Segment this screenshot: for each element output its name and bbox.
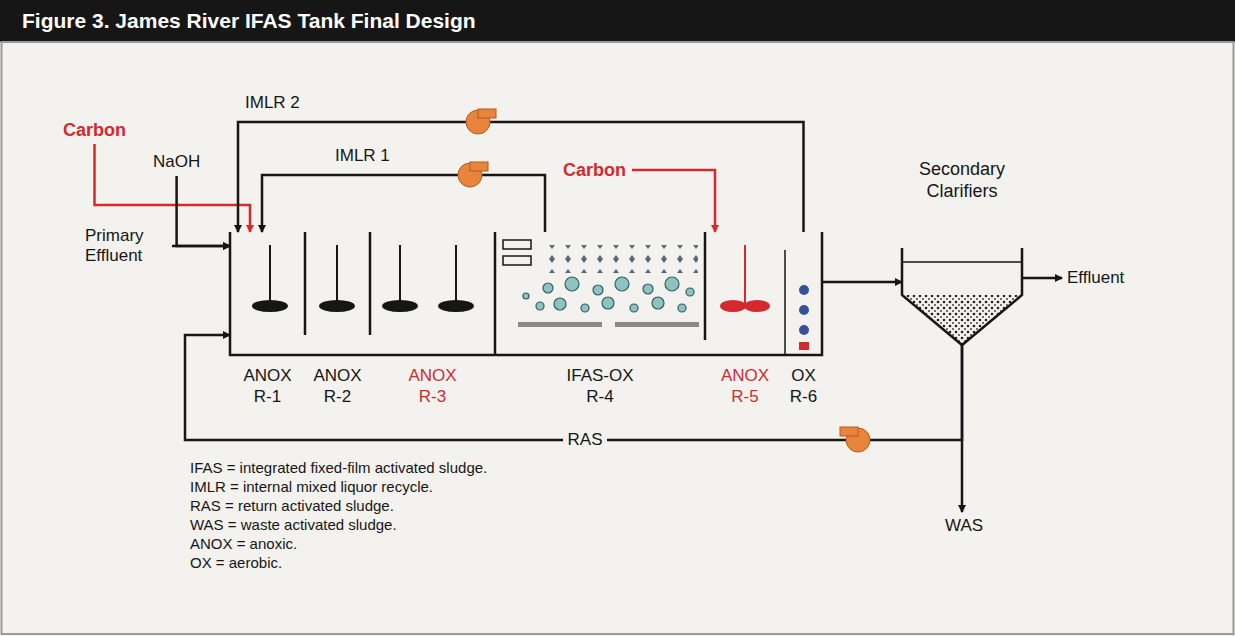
zone-label: ANOXR-5 [721, 365, 769, 407]
flow-line [262, 175, 545, 232]
baffle [784, 250, 786, 355]
r6-aerators [799, 285, 809, 350]
node-text: Effluent [1067, 268, 1124, 288]
baffle [304, 232, 307, 335]
pump-symbol [458, 162, 488, 187]
title-bar: Figure 3. James River IFAS Tank Final De… [0, 0, 1235, 42]
node-text: WAS [945, 516, 983, 536]
node-text: Primary Effluent [85, 226, 167, 266]
baffle [704, 232, 707, 340]
abbreviation-note: OX = aerobic. [190, 553, 282, 572]
flow-line [177, 176, 230, 246]
flow-line [95, 144, 251, 232]
zone-label: ANOXR-3 [408, 365, 456, 407]
node-subtext: R-2 [313, 386, 361, 407]
pump-symbol [840, 427, 870, 452]
flow-line [1022, 277, 1062, 280]
abbreviation-note: IFAS = integrated fixed-film activated s… [190, 458, 487, 477]
carbon-feed: Carbon [560, 158, 629, 182]
zone-label: ANOXR-2 [313, 365, 361, 407]
node-subtext: R-5 [721, 386, 769, 407]
red-mixer [721, 245, 769, 311]
chemical-feed: NaOH [150, 150, 203, 174]
clarifier-unit: Secondary Clarifiers [900, 248, 1024, 345]
flow-line [185, 335, 962, 440]
node-text: ANOX [721, 365, 769, 386]
abbreviation-note: IMLR = internal mixed liquor recycle. [190, 477, 433, 496]
reactor-zone: IFAS-OXR-4 [495, 232, 705, 355]
node-text: Carbon [563, 160, 626, 180]
abbreviation-note: ANOX = anoxic. [190, 534, 297, 553]
reactor-zone: ANOXR-2 [305, 232, 370, 355]
node-text: ANOX [313, 365, 361, 386]
air-bubbles [523, 277, 694, 312]
node-text: OX [790, 365, 817, 386]
reactor-zone: OXR-6 [785, 232, 822, 355]
figure-title: Figure 3. James River IFAS Tank Final De… [0, 0, 1235, 42]
abbreviation-note: RAS = return activated sludge. [190, 496, 394, 515]
flow-line [822, 281, 902, 284]
mixers [253, 245, 473, 311]
ifas-media [503, 240, 698, 273]
zone-label: IFAS-OXR-4 [566, 365, 633, 407]
baffle [369, 232, 372, 335]
node-subtext: R-4 [566, 386, 633, 407]
node-text: NaOH [153, 152, 200, 172]
waste-label: WAS [942, 514, 986, 538]
abbreviation-note: WAS = waste activated sludge. [190, 515, 397, 534]
clarifier [902, 248, 1022, 345]
node-text: Carbon [63, 120, 126, 140]
diffusers [518, 322, 699, 327]
flow-label: RAS [563, 430, 608, 450]
effluent-label: Effluent [1064, 266, 1127, 290]
reactor-zone: ANOXR-5 [705, 232, 785, 355]
node-text: ANOX [243, 365, 291, 386]
flow-label: IMLR 2 [245, 93, 300, 113]
flow-label: IMLR 1 [335, 146, 390, 166]
reactor-zone: ANOXR-1 [230, 232, 305, 355]
node-text: ANOX [408, 365, 456, 386]
pump-symbol [466, 109, 496, 134]
zone-label: OXR-6 [790, 365, 817, 407]
reactor-zone: ANOXR-3 [370, 232, 495, 355]
flow-line [172, 245, 230, 248]
flow-line [238, 122, 804, 232]
tank-wall [230, 232, 822, 355]
zone-label: ANOXR-1 [243, 365, 291, 407]
node-subtext: R-6 [790, 386, 817, 407]
figure-frame [2, 42, 1234, 634]
influent-label: Primary Effluent [82, 224, 170, 268]
flow-line [632, 170, 715, 232]
node-text: IFAS-OX [566, 365, 633, 386]
clarifier-label: Secondary Clarifiers [897, 158, 1027, 202]
node-subtext: R-3 [408, 386, 456, 407]
carbon-feed: Carbon [60, 118, 129, 142]
node-text: Secondary Clarifiers [897, 158, 1027, 202]
node-subtext: R-1 [243, 386, 291, 407]
tank-partition [494, 232, 497, 355]
